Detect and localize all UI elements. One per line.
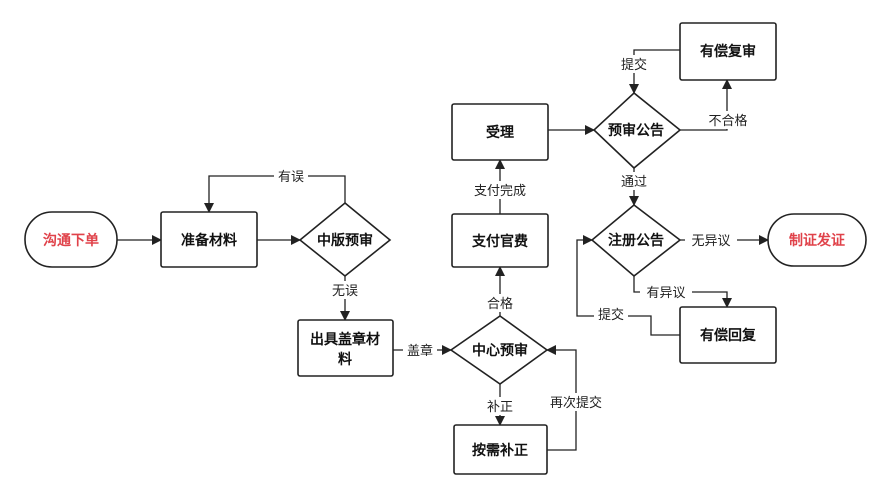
edge-label-bg-stamp (403, 341, 437, 359)
edge-label-no-objection: 无异议 (691, 234, 730, 249)
edge-label-bg-supplement (483, 397, 517, 415)
paid-reply-box (679, 306, 777, 364)
prepare-label: 准备材料 (181, 232, 237, 249)
center-review-diamond (449, 315, 549, 385)
edge-label-unqualified: 不合格 (708, 113, 747, 129)
edge-label-bg-pay-done (466, 181, 534, 199)
pre-announce-label: 预审公告 (608, 122, 664, 139)
edge-label-resubmit: 再次提交 (550, 395, 602, 411)
edge-unqualified (680, 79, 732, 131)
prepare-box (160, 211, 258, 268)
zhongban-review-label: 中版预审 (317, 232, 373, 249)
accept-label: 受理 (486, 124, 514, 141)
edge-label-bg-submit-top (617, 55, 651, 73)
edge-label-stamp: 盖章 (407, 343, 433, 359)
edge-label-bg-submit-bottom (594, 305, 628, 323)
edge-submit-top (629, 49, 680, 94)
edge-label-bg-resubmit (544, 393, 608, 411)
pay-fee-box (451, 213, 549, 268)
edge-label-bg-qualified (483, 294, 517, 312)
edge-label-pay-done: 支付完成 (474, 184, 526, 199)
edge-label-submit-bottom: 提交 (598, 307, 624, 323)
paid-review-label: 有偿复审 (700, 43, 756, 60)
stamp-materials-label-line1: 出具盖章材 (310, 331, 380, 348)
stamp-materials-box (297, 319, 394, 377)
edge-label-submit-top: 提交 (621, 57, 647, 73)
edge-label-supplement: 补正 (487, 400, 513, 415)
edge-label-bg-error (274, 167, 308, 185)
start-label: 沟通下单 (43, 232, 99, 249)
edge-label-has-objection: 有异议 (646, 286, 685, 301)
paid-reply-label: 有偿回复 (700, 327, 757, 344)
paid-review-box (679, 22, 777, 81)
edge-label-bg-no-objection (685, 231, 737, 249)
edge-label-qualified: 合格 (487, 296, 513, 312)
edge-label-no-error: 无误 (332, 284, 358, 299)
edge-label-error: 有误 (278, 170, 304, 185)
register-announce-diamond (590, 203, 682, 278)
edge-label-bg-unqualified (703, 111, 753, 129)
supplement-box (453, 424, 548, 475)
supplement-label: 按需补正 (472, 442, 528, 459)
edge-label-passed: 通过 (621, 175, 647, 190)
start-terminal (24, 211, 118, 268)
accept-box (451, 103, 549, 161)
end-terminal (767, 213, 867, 267)
edge-label-bg-passed (617, 172, 651, 190)
end-label: 制证发证 (789, 232, 845, 249)
stamp-materials-label-line2: 料 (338, 351, 352, 368)
pre-announce-diamond (592, 91, 682, 170)
edge-label-bg-has-objection (640, 283, 692, 301)
register-announce-label: 注册公告 (608, 232, 664, 249)
pay-fee-label: 支付官费 (471, 233, 528, 250)
zhongban-review-diamond (298, 201, 392, 278)
center-review-label: 中心预审 (472, 342, 528, 359)
edge-label-bg-no-error (328, 281, 362, 299)
